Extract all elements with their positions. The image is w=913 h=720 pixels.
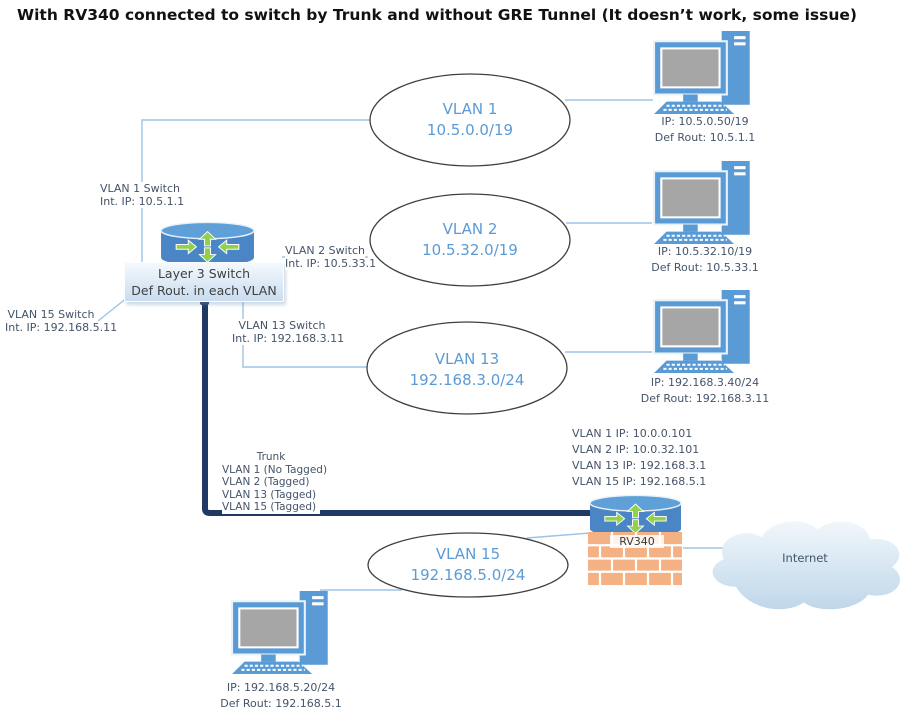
pc3-def-route: Def Rout: 192.168.3.11 (640, 392, 770, 405)
trunk-link (202, 300, 594, 516)
trunk-line-vlan2: VLAN 2 (Tagged) (222, 476, 310, 489)
switch-caption-line2: Def Rout. in each VLAN (131, 283, 277, 298)
vlan15-switch-interface-label: VLAN 15 Switch Int. IP: 192.168.5.11 (5, 308, 118, 334)
vlan2-label: VLAN 2 10.5.32.0/19 (370, 194, 570, 286)
trunk-title: Trunk (256, 451, 286, 463)
rv340-vlan1-ip: VLAN 1 IP: 10.0.0.101 (572, 427, 693, 440)
pc2-address-label: IP: 10.5.32.10/19 Def Rout: 10.5.33.1 (640, 244, 770, 276)
trunk-line-vlan15: VLAN 15 (Tagged) (222, 501, 317, 514)
vlan1-ellipse (369, 73, 571, 167)
pc4-icon (231, 591, 335, 675)
wire-vlan15-rv340 (526, 532, 591, 539)
rv340-name-label: RV340 (610, 535, 664, 548)
internet-cloud-icon (700, 510, 913, 628)
vlan15-name: VLAN 15 (435, 545, 501, 563)
vlan13-if-name: VLAN 13 Switch (238, 319, 326, 332)
layer3-switch-icon (159, 221, 256, 267)
pc1-ip: IP: 10.5.0.50/19 (661, 115, 749, 128)
pc4-ip: IP: 192.168.5.20/24 (226, 681, 336, 694)
vlan13-ellipse (366, 321, 568, 415)
vlan2-switch-interface-label: VLAN 2 Switch Int. IP: 10.5.33.1 (285, 244, 377, 270)
vlan13-if-ip: Int. IP: 192.168.3.11 (232, 332, 345, 345)
vlan2-name: VLAN 2 (442, 220, 498, 238)
vlan1-switch-interface-label: VLAN 1 Switch Int. IP: 10.5.1.1 (100, 182, 185, 208)
switch-caption-line1: Layer 3 Switch (157, 266, 251, 281)
vlan2-if-name: VLAN 2 Switch (285, 244, 366, 257)
vlan13-name: VLAN 13 (434, 350, 500, 368)
pc2-ip: IP: 10.5.32.10/19 (657, 245, 753, 258)
vlan2-if-ip: Int. IP: 10.5.33.1 (285, 257, 377, 270)
diagram-title: With RV340 connected to switch by Trunk … (17, 6, 857, 24)
rv340-vlan15-ip: VLAN 15 IP: 192.168.5.1 (572, 475, 707, 488)
vlan2-subnet: 10.5.32.0/19 (422, 241, 518, 259)
layer3-switch-caption: Layer 3 Switch Def Rout. in each VLAN (124, 262, 284, 302)
rv340-vlan2-ip: VLAN 2 IP: 10.0.32.101 (572, 443, 700, 456)
trunk-line-vlan13: VLAN 13 (Tagged) (222, 488, 317, 501)
vlan1-if-ip: Int. IP: 10.5.1.1 (100, 195, 185, 208)
vlan13-label: VLAN 13 192.168.3.0/24 (367, 324, 567, 416)
pc4-address-label: IP: 192.168.5.20/24 Def Rout: 192.168.5.… (216, 680, 346, 712)
pc3-ip: IP: 192.168.3.40/24 (650, 376, 760, 389)
vlan1-subnet: 10.5.0.0/19 (426, 121, 514, 139)
pc1-icon (653, 31, 757, 115)
rv340-vlan13-ip: VLAN 13 IP: 192.168.3.1 (572, 459, 707, 472)
pc1-def-route: Def Rout: 10.5.1.1 (654, 131, 756, 144)
vlan15-if-name: VLAN 15 Switch (7, 308, 95, 321)
wire-vlan1-switch (141, 119, 370, 263)
pc1-address-label: IP: 10.5.0.50/19 Def Rout: 10.5.1.1 (640, 114, 770, 146)
pc3-icon (653, 290, 757, 374)
vlan2-ellipse (369, 193, 571, 287)
pc2-icon (653, 161, 757, 245)
vlan1-name: VLAN 1 (442, 100, 498, 118)
vlan15-subnet: 192.168.5.0/24 (410, 566, 526, 584)
trunk-label: Trunk VLAN 1 (No Tagged) VLAN 2 (Tagged)… (222, 451, 328, 514)
vlan15-label: VLAN 15 192.168.5.0/24 (368, 534, 568, 596)
pc3-address-label: IP: 192.168.3.40/24 Def Rout: 192.168.3.… (640, 375, 770, 407)
pc4-def-route: Def Rout: 192.168.5.1 (220, 697, 342, 710)
internet-label: Internet (782, 551, 828, 565)
trunk-line-vlan1: VLAN 1 (No Tagged) (222, 463, 328, 476)
vlan13-subnet: 192.168.3.0/24 (409, 371, 525, 389)
vlan1-label: VLAN 1 10.5.0.0/19 (370, 74, 570, 166)
vlan13-switch-interface-label: VLAN 13 Switch Int. IP: 192.168.3.11 (232, 319, 345, 345)
vlan15-ellipse (367, 532, 569, 598)
rv340-interfaces-label: VLAN 1 IP: 10.0.0.101 VLAN 2 IP: 10.0.32… (572, 426, 706, 490)
vlan15-if-ip: Int. IP: 192.168.5.11 (5, 321, 118, 334)
vlan1-if-name: VLAN 1 Switch (100, 182, 181, 195)
pc2-def-route: Def Rout: 10.5.33.1 (651, 261, 759, 274)
